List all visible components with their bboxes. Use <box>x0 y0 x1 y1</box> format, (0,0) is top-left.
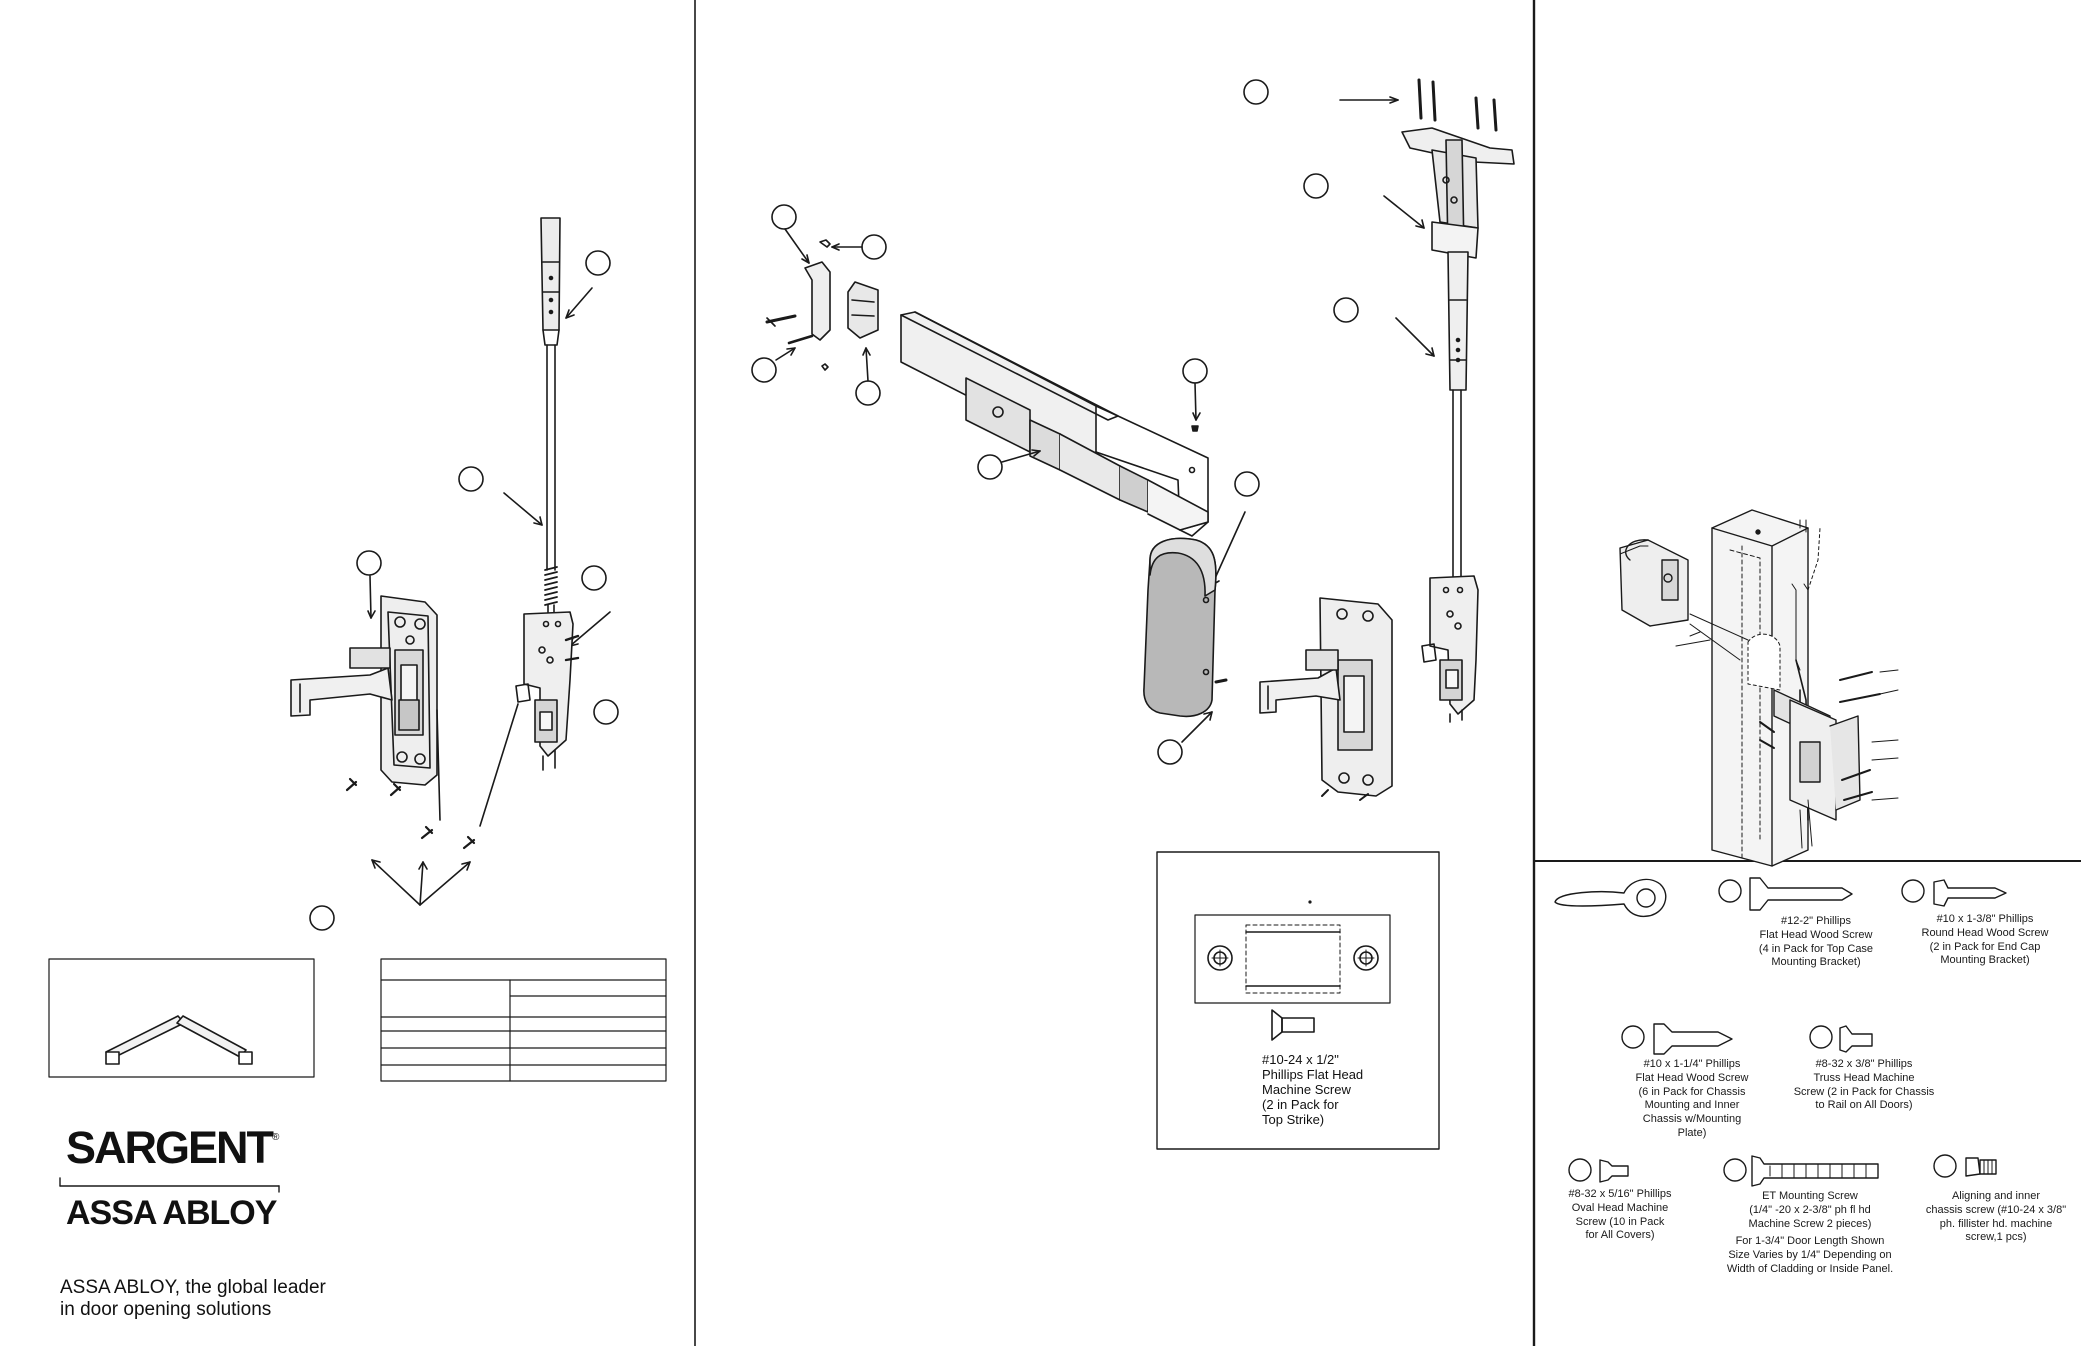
left-latch-chassis <box>290 595 438 786</box>
caption-line: Flat Head Wood Screw <box>1759 928 1873 941</box>
strike-caption-line: (2 in Pack for <box>1262 1097 1339 1112</box>
top-strike-inset <box>1156 851 1440 1150</box>
sargent-logo: SARGENT® <box>66 1122 279 1174</box>
strike-caption-line: Machine Screw <box>1262 1082 1351 1097</box>
caption-line: #10 x 1-3/8" Phillips <box>1936 913 2034 925</box>
hardware-caption-flat-head-wood-screw-2: #12-2" Phillips Flat Head Wood Screw (4 … <box>1736 915 1896 970</box>
caption-line: Width of Cladding or Inside Panel. <box>1726 1262 1894 1275</box>
brand-tagline: ASSA ABLOY, the global leader in door op… <box>60 1277 326 1321</box>
left-callouts <box>309 250 619 931</box>
left-top-rod <box>540 217 561 617</box>
caption-line: #8-32 x 3/8" Phillips <box>1815 1058 1913 1070</box>
hardware-caption-truss-head-machine-screw: #8-32 x 3/8" Phillips Truss Head Machine… <box>1784 1058 1944 1113</box>
caption-line: Screw (2 in Pack for Chassis <box>1793 1085 1935 1098</box>
caption-line: Round Head Wood Screw <box>1921 926 2049 939</box>
caption-line: Truss Head Machine <box>1813 1071 1915 1084</box>
end-cap <box>1143 537 1228 718</box>
tagline-line-2: in door opening solutions <box>60 1299 272 1320</box>
caption-line: Size Varies by 1/4" Depending on <box>1728 1248 1892 1261</box>
hardware-caption-et-mounting-screw: ET Mounting Screw (1/4" -20 x 2-3/8" ph … <box>1720 1190 1900 1231</box>
left-rod-latch-bracket <box>515 611 580 771</box>
middle-rod-latch-bracket <box>1421 575 1479 723</box>
caption-line: Mounting and Inner <box>1644 1099 1740 1112</box>
hardware-caption-et-door-length-note: For 1-3/4" Door Length Shown Size Varies… <box>1714 1235 1906 1276</box>
hardware-illustrations <box>1554 877 2007 1187</box>
caption-line: Machine Screw 2 pieces) <box>1748 1217 1872 1230</box>
middle-top-latch-assembly <box>1243 78 1515 357</box>
caption-line: Mounting Bracket) <box>1771 956 1861 969</box>
caption-line: to Rail on All Doors) <box>1815 1099 1913 1112</box>
registered-mark: ® <box>272 1132 280 1143</box>
top-strike-caption: #10-24 x 1/2" Phillips Flat Head Machine… <box>1262 1052 1363 1127</box>
caption-line: For 1-3/4" Door Length Shown <box>1735 1235 1885 1247</box>
left-inset-box <box>48 958 315 1078</box>
sargent-logo-text: SARGENT <box>66 1122 274 1173</box>
caption-line: Flat Head Wood Screw <box>1635 1071 1749 1084</box>
caption-line: Aligning and inner <box>1951 1190 2041 1202</box>
strike-caption-line: Top Strike) <box>1262 1112 1325 1127</box>
caption-line: (2 in Pack for End Cap <box>1929 940 2041 953</box>
caption-line: (6 in Pack for Chassis <box>1638 1085 1746 1098</box>
caption-line: ET Mounting Screw <box>1762 1190 1858 1202</box>
caption-line: Oval Head Machine <box>1571 1201 1669 1214</box>
caption-line: #8-32 x 5/16" Phillips <box>1568 1188 1672 1200</box>
caption-line: for All Covers) <box>1585 1229 1655 1242</box>
end-cap-bracket-parts <box>751 204 887 406</box>
caption-line: Plate) <box>1677 1126 1707 1139</box>
pushbar-callouts <box>977 358 1260 765</box>
middle-bottom-chassis <box>1259 597 1393 801</box>
door-edge-diagram <box>1619 509 1899 867</box>
caption-line: ph. fillister hd. machine <box>1939 1217 2053 1230</box>
caption-line: Screw (10 in Pack <box>1575 1215 1665 1228</box>
caption-line: chassis screw (#10-24 x 3/8" <box>1925 1203 2067 1216</box>
caption-line: #12-2" Phillips <box>1781 915 1851 927</box>
caption-line: #10 x 1-1/4" Phillips <box>1643 1058 1741 1070</box>
pushbar-rail <box>900 311 1209 537</box>
assa-abloy-logo: ASSA ABLOY <box>66 1194 277 1232</box>
left-mounting-screws <box>345 703 519 906</box>
strike-caption-line: #10-24 x 1/2" <box>1262 1052 1339 1067</box>
left-reference-table <box>380 958 667 1082</box>
caption-line: Mounting Bracket) <box>1940 954 2030 967</box>
hardware-caption-flat-head-wood-screw-1-1-4: #10 x 1-1/4" Phillips Flat Head Wood Scr… <box>1612 1058 1772 1141</box>
strike-caption-line: Phillips Flat Head <box>1262 1067 1364 1082</box>
caption-line: Chassis w/Mounting <box>1642 1113 1742 1125</box>
middle-vertical-rod <box>1447 251 1469 581</box>
left-inset-pieces <box>105 1015 253 1065</box>
tagline-line-1: ASSA ABLOY, the global leader <box>60 1277 326 1298</box>
hardware-caption-round-head-wood-screw: #10 x 1-3/8" Phillips Round Head Wood Sc… <box>1910 913 2060 968</box>
caption-line: (1/4" -20 x 2-3/8" ph fl hd <box>1749 1203 1871 1216</box>
hardware-caption-aligning-chassis-screw: Aligning and inner chassis screw (#10-24… <box>1916 1190 2076 1245</box>
hardware-caption-oval-head-machine-screw: #8-32 x 5/16" Phillips Oval Head Machine… <box>1550 1188 1690 1243</box>
caption-line: (4 in Pack for Top Case <box>1758 942 1874 955</box>
caption-line: screw,1 pcs) <box>1965 1231 2027 1244</box>
